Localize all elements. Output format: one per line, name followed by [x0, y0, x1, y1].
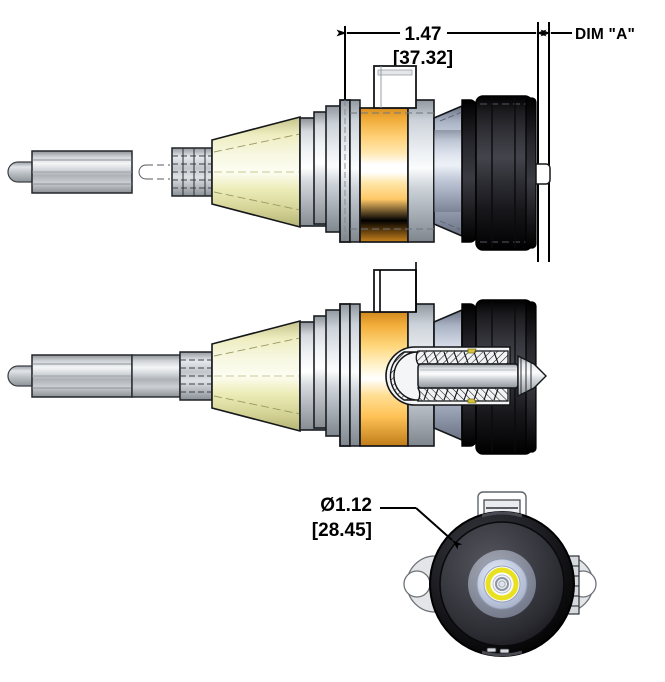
- pin-nose-hatch: [389, 351, 419, 401]
- diameter-leader-line: [415, 507, 463, 550]
- internal-thread-upper: [423, 351, 499, 364]
- barrel-front-ring: [349, 99, 361, 243]
- centre-contact-pin: [417, 363, 519, 389]
- section-cutaway-view: [7, 262, 547, 455]
- dim-length-inches: 1.47: [405, 24, 442, 45]
- plug-ribs: [520, 358, 532, 394]
- barrel-front-ring-section: [349, 303, 361, 447]
- boot-side-tab: [535, 163, 551, 185]
- cone-s-1: [213, 337, 301, 357]
- flange-plate-section: [339, 303, 351, 447]
- dim-diameter-mm: [28.45]: [312, 520, 372, 541]
- dim-length-mm: [37.32]: [393, 48, 453, 69]
- boot-hidden-lines: [480, 103, 528, 243]
- seal-upper: [467, 348, 477, 354]
- dim-diameter-inches: Ø1.12: [320, 495, 372, 516]
- rim-bottom-marks: [486, 647, 510, 654]
- boot-rear-cap: [525, 97, 537, 249]
- internal-thread-lower: [423, 388, 499, 401]
- seal-lower: [467, 398, 477, 404]
- probe-tip-section: [7, 365, 33, 387]
- gold-barrel-body: [359, 107, 409, 243]
- section-hatch-lower: [416, 387, 509, 402]
- housing-shoulder-section: [325, 309, 341, 437]
- rim-notch-top: [481, 511, 523, 518]
- black-rubber-boot: [475, 95, 533, 251]
- boot-front-lip: [461, 99, 477, 243]
- end-face-view: Ø1.12 [28.45]: [312, 491, 597, 657]
- hidden-bore-lines: [146, 164, 170, 180]
- key-tab-inner-detail: [377, 69, 413, 76]
- taper-collar-shade: [434, 130, 462, 212]
- mounting-hole-left: [403, 570, 431, 598]
- side-elevation-view: [7, 65, 551, 251]
- spline-grooves-section: [180, 359, 212, 393]
- dimension-group-length: 1.47 [37.32]: [336, 22, 550, 262]
- centre-contact-gold-ring: [485, 567, 519, 601]
- cone-s-3: [213, 395, 301, 415]
- probe-tip: [7, 161, 33, 183]
- dimension-group-dim-a: DIM "A": [540, 26, 635, 43]
- cone-hidden-3: [213, 191, 301, 211]
- shaft-mid-section: [131, 354, 181, 398]
- centre-contact-pin-ring: [495, 577, 509, 591]
- spline-grooves: [172, 155, 212, 189]
- hidden-bore-end: [138, 164, 147, 180]
- dim-a-label: DIM "A": [575, 26, 635, 43]
- barrel-rear-ring: [407, 99, 435, 243]
- taper-hidden-lines: [439, 111, 463, 231]
- rim-notch-bottom: [481, 650, 523, 657]
- housing-shoulder: [325, 105, 341, 233]
- rear-conical-plug: [517, 354, 547, 398]
- barrel-hidden-lines: [350, 112, 434, 230]
- cone-hidden-1: [213, 133, 301, 153]
- spline-ribs: [182, 148, 206, 196]
- centre-contact-pin: [498, 580, 506, 588]
